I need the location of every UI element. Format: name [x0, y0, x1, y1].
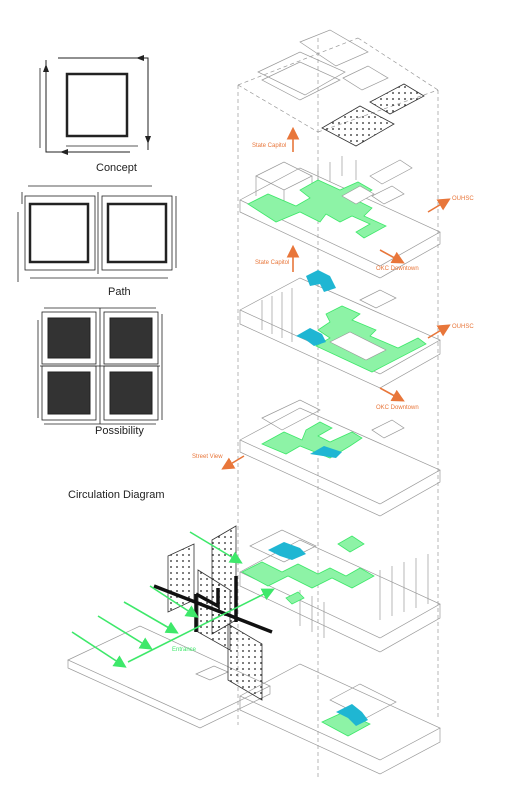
stair-level-4b	[296, 328, 326, 346]
stair-level-4a	[306, 270, 336, 292]
okc-downtown-label-1: OKC Downtown	[376, 266, 419, 272]
entry-arrows	[71, 531, 275, 668]
path-diagram	[17, 185, 177, 282]
circulation-diagram-title: Circulation Diagram	[68, 489, 165, 501]
direction-arrows	[221, 126, 451, 470]
possibility-label: Possibility	[95, 425, 144, 437]
level-1-circulation	[321, 711, 371, 737]
concept-label: Concept	[96, 162, 137, 174]
path-label: Path	[108, 286, 131, 298]
concept-diagram	[39, 55, 151, 155]
level-2-circulation	[241, 561, 375, 589]
entrance-label: Entrance	[172, 647, 197, 653]
roof-level	[257, 29, 389, 101]
possibility-diagram	[37, 307, 163, 425]
level-3-outline	[239, 399, 441, 517]
stair-level-3	[310, 446, 342, 458]
level-3-circulation	[261, 421, 363, 459]
level-4-circulation	[315, 305, 427, 373]
ouhsc-label-2: OUHSC	[452, 324, 474, 330]
stair-level-2	[268, 542, 306, 560]
state-capitol-label-2: State Capitol	[255, 260, 289, 266]
facade-fin-4	[227, 623, 263, 701]
roof-panel-2	[369, 83, 425, 115]
state-capitol-label-1: State Capitol	[252, 143, 286, 149]
stair-level-1	[336, 704, 368, 726]
roof-panel-1	[321, 105, 395, 147]
okc-downtown-label-2: OKC Downtown	[376, 405, 419, 411]
street-view-label: Street View	[192, 454, 223, 460]
ouhsc-label-1: OUHSC	[452, 196, 474, 202]
